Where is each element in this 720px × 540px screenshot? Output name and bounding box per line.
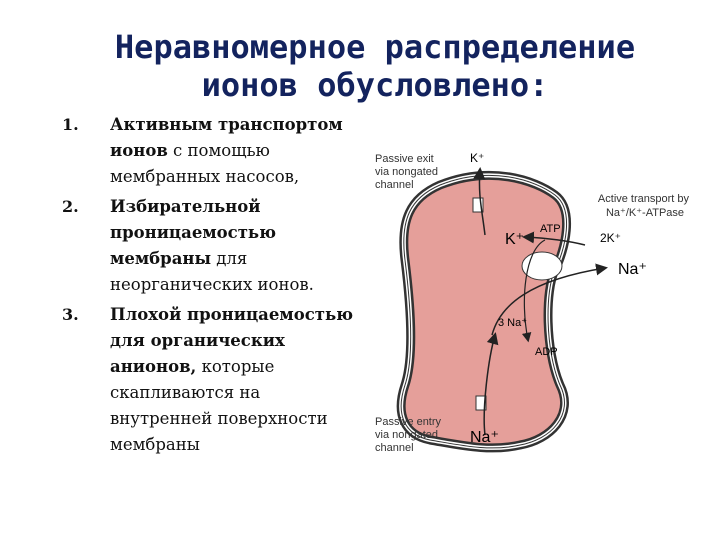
adp-label: ADP <box>535 346 558 358</box>
na-out-arrow <box>491 263 608 336</box>
list-item-bold-text: Активным транспортом ионов <box>110 115 343 160</box>
k-in-arrow <box>522 231 586 246</box>
two-k-label: 2K⁺ <box>600 231 621 245</box>
passive-exit-label: Passive exit via nongated channel <box>375 153 441 191</box>
entry-channel <box>475 395 487 411</box>
na-plus-bottom-label: Na⁺ <box>470 429 499 446</box>
exit-channel <box>472 197 484 213</box>
passive-entry-arrow <box>483 332 499 436</box>
slide-title-line1: Неравномерное распределение <box>114 28 636 66</box>
list-item-number: 2. <box>62 197 79 216</box>
passive-entry-label: Passive entry via nongated channel <box>375 416 444 454</box>
ion-transport-diagram: Passive exit via nongated channel K⁺ Act… <box>375 151 692 454</box>
na-k-pump <box>521 251 563 281</box>
active-transport-label: Active transport by Na⁺/K⁺-ATPase <box>598 193 692 219</box>
list-item-text: для неорганических ионов. <box>110 249 314 294</box>
list-item-text: с помощью мембранных насосов, <box>110 141 300 186</box>
slide-title-line2: ионов обусловлено: <box>201 66 549 104</box>
list-item: 3. Плохой проницаемостью для органически… <box>62 302 362 458</box>
three-na-label: 3 Na⁺ <box>498 317 527 329</box>
atp-adp-arrow <box>521 239 546 343</box>
list-item-bold-text: Избирательной проницаемостью мембраны <box>110 197 277 268</box>
slide-title: Неравномерное распределение ионов обусло… <box>0 28 720 104</box>
list-item-bold-text: Плохой проницаемостью для органических а… <box>110 305 354 376</box>
list-item: 2. Избирательной проницаемостью мембраны… <box>62 194 362 298</box>
list-item-number: 1. <box>62 115 79 134</box>
passive-exit-arrow <box>473 167 486 236</box>
k-plus-inside-label: K⁺ <box>505 231 524 248</box>
list-item-number: 3. <box>62 305 79 324</box>
list-item-text: которые скапливаются на внутренней повер… <box>110 357 328 454</box>
reasons-list: 1. Активным транспортом ионов с помощью … <box>62 112 362 458</box>
atp-label: ATP <box>540 223 561 235</box>
k-plus-top-label: K⁺ <box>470 151 484 165</box>
na-plus-right-label: Na⁺ <box>618 261 647 278</box>
list-item: 1. Активным транспортом ионов с помощью … <box>62 112 362 190</box>
